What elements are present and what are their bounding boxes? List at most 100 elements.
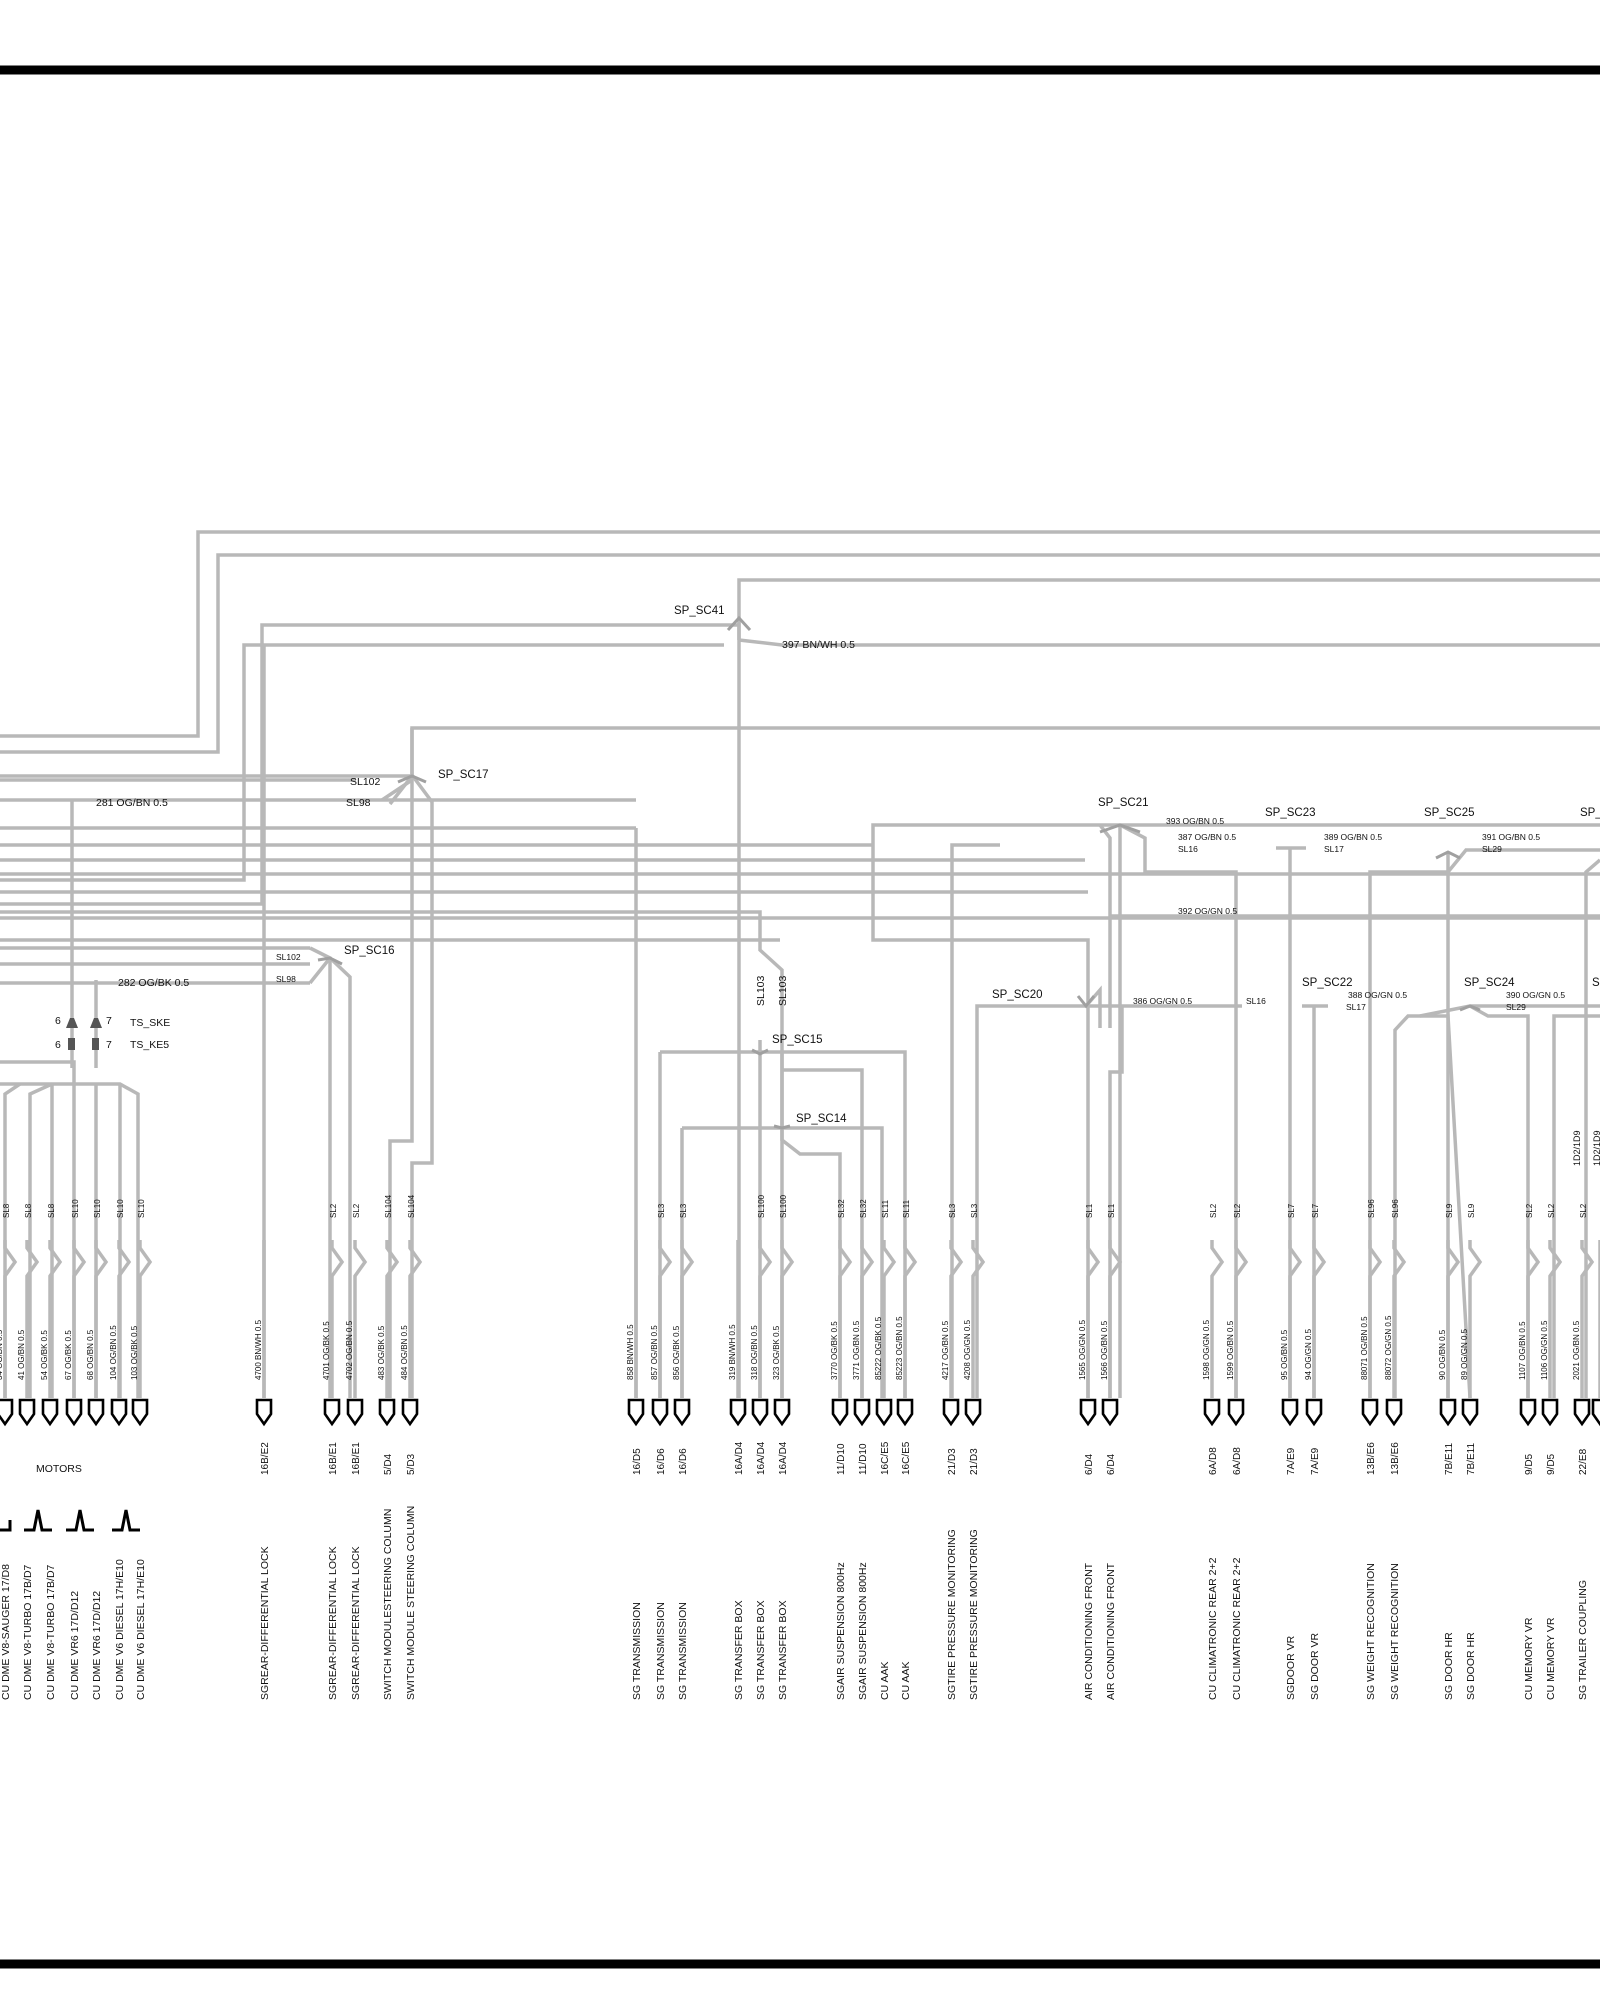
pin-label: 9/D5 — [1524, 1453, 1535, 1475]
twist-label: TS_SKE — [130, 1017, 170, 1029]
sl-label: SL32 — [837, 1199, 846, 1218]
twist-crossover — [882, 1240, 897, 1398]
twist-crossover — [1548, 1240, 1563, 1398]
sl-vertical-labels: SL103 SL103 1D2/1D9 1D2/1D9 — [755, 975, 1600, 1166]
sl-label: SL8 — [47, 1203, 56, 1218]
component-label: SGREAR-DIFFERENTIAL LOCK — [327, 1546, 339, 1700]
pin-label: 16B/E2 — [260, 1442, 271, 1475]
twist-pin: 6 — [55, 1015, 61, 1027]
twist-crossover — [680, 1240, 695, 1398]
twist-crossover — [25, 1240, 40, 1398]
sl-label: SL29 — [1506, 1002, 1526, 1012]
pin-label: 16A/D4 — [734, 1441, 745, 1475]
sl-label: SL1 — [1107, 1203, 1116, 1218]
wire-id-label: 4208 OG/GN 0.5 — [963, 1319, 972, 1380]
wire-id-label: 88071 OG/BN 0.5 — [1360, 1316, 1369, 1380]
pin-label: 13B/E6 — [1366, 1442, 1377, 1475]
component-label: CU DME V6 DIESEL 17H/E10 — [114, 1559, 126, 1700]
twist-crossover — [1086, 1240, 1101, 1398]
sl-label: SL2 — [1233, 1203, 1242, 1218]
twist-crossover — [1392, 1240, 1407, 1398]
component-label: SG TRANSMISSION — [677, 1602, 689, 1700]
terminal-pin — [853, 1398, 871, 1427]
wire-id-label: 95 OG/BN 0.5 — [1280, 1329, 1289, 1380]
terminal-pin — [1519, 1398, 1537, 1427]
sl-label: SL7 — [1287, 1203, 1296, 1218]
wire-id-label: 484 OG/BN 0.5 — [400, 1325, 409, 1380]
component-label: SG TRANSFER BOX — [777, 1600, 789, 1700]
wire-id-label: 94 OG/GN 0.5 — [1304, 1328, 1313, 1380]
terminal-pin — [378, 1398, 396, 1427]
wire-id-label: 856 OG/BK 0.5 — [672, 1325, 681, 1380]
sl-label: SL104 — [384, 1194, 393, 1218]
terminal-pin — [729, 1398, 747, 1427]
twisted-pair-markers: 6 7 6 7 TS_SKE TS_KE5 — [55, 1015, 170, 1051]
sl-label: SL102 — [276, 952, 301, 962]
wire-label: 390 OG/GN 0.5 — [1506, 990, 1565, 1000]
twist-crossover — [1368, 1240, 1383, 1398]
terminal-pin — [1079, 1398, 1097, 1427]
sl-label: SL11 — [881, 1199, 890, 1218]
wire-id-label: 34 OG/BN 0.5 — [0, 1329, 4, 1380]
twist-crossover — [94, 1240, 109, 1398]
twist-pin: 7 — [106, 1015, 112, 1027]
terminal-pin — [1281, 1398, 1299, 1427]
twist-crossover — [385, 1240, 400, 1398]
wire-label: 388 OG/GN 0.5 — [1348, 990, 1407, 1000]
sl-label: SL3 — [657, 1203, 666, 1218]
terminal-pin — [87, 1398, 105, 1427]
splice-label: S — [1592, 977, 1600, 989]
splice-label: SP_SC41 — [674, 605, 725, 617]
twist-crossover — [1234, 1240, 1249, 1398]
wire-id-label: 3771 OG/BN 0.5 — [852, 1320, 861, 1380]
sl-label: SL3 — [679, 1203, 688, 1218]
terminal-pin — [831, 1398, 849, 1427]
wire-id-label: 1106 OG/GN 0.5 — [1540, 1320, 1549, 1380]
wire-labels: 397 BN/WH 0.5 281 OG/BN 0.5 282 OG/BK 0.… — [96, 639, 855, 989]
twist-crossover — [1446, 1240, 1461, 1398]
splice-label: SP_SC21 — [1098, 797, 1149, 809]
wire-id-label: 41 OG/BN 0.5 — [17, 1329, 26, 1380]
terminal-pin — [110, 1398, 128, 1427]
wire-id-label: 67 OG/BK 0.5 — [64, 1330, 73, 1380]
wire-id-label: 88072 OG/GN 0.5 — [1384, 1315, 1393, 1380]
twist-crossover — [48, 1240, 63, 1398]
wire-id-label: 54 OG/BK 0.5 — [40, 1330, 49, 1380]
twist-marker — [90, 1018, 102, 1028]
sl-label: SL100 — [757, 1194, 766, 1218]
twist-crossover — [838, 1240, 853, 1398]
terminal-pin — [627, 1398, 645, 1427]
terminal-pin — [942, 1398, 960, 1427]
pin-label: 7A/E9 — [1310, 1447, 1321, 1475]
splice-label: SP_SC14 — [796, 1113, 847, 1125]
splice-labels: SP_SC41 SP_SC17 SP_SC16 SP_SC15 SP_SC14 … — [344, 605, 1600, 1125]
twist-crossover — [1580, 1240, 1595, 1398]
terminal-pin — [1361, 1398, 1379, 1427]
pin-label: 5/D3 — [406, 1453, 417, 1475]
splice-label: SP_SC23 — [1265, 807, 1316, 819]
sl-label: SL103 — [755, 975, 767, 1006]
twist-crossover — [1468, 1240, 1483, 1398]
component-label: SGREAR-DIFFERENTIAL LOCK — [259, 1546, 271, 1700]
sl-label: SL10 — [116, 1199, 125, 1218]
wire-id-label: 4700 BN/WH 0.5 — [254, 1319, 263, 1380]
component-label: CU DME VR6 17D/D12 — [91, 1591, 103, 1700]
pin-label: 11/D10 — [858, 1443, 869, 1475]
motor-connectors — [0, 1509, 140, 1532]
wire-id-label: 85223 OG/BN 0.5 — [895, 1316, 904, 1380]
twist-crossover — [1288, 1240, 1303, 1398]
sl-label: SL2 — [1209, 1203, 1218, 1218]
component-label: CU DME V8-TURBO 17B/D7 — [45, 1564, 57, 1700]
pin-label: 16A/D4 — [778, 1441, 789, 1475]
component-label: SGAIR SUSPENSION 800Hz — [835, 1562, 847, 1700]
twist-crossover — [117, 1240, 132, 1398]
terminal-pin — [964, 1398, 982, 1427]
twist-crossover — [1526, 1240, 1541, 1398]
terminal-pin — [1101, 1398, 1119, 1427]
wire-id-label: 2021 OG/BN 0.5 — [1572, 1320, 1581, 1380]
terminal-pin — [0, 1398, 14, 1427]
pin-label: 16/D5 — [632, 1448, 643, 1475]
wire-network — [0, 530, 1600, 1399]
pin-label: 6A/D8 — [1208, 1447, 1219, 1475]
twist-crossover — [1210, 1240, 1225, 1398]
